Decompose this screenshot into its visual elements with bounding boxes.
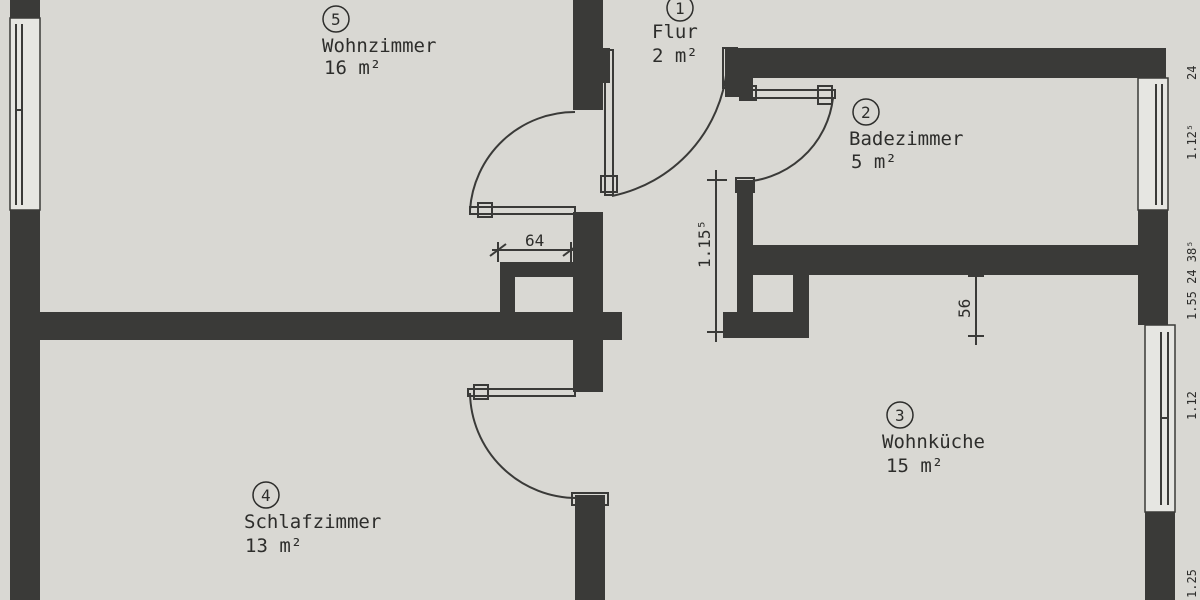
room-area: 13 m² [245, 535, 302, 557]
door-bedroom [467, 384, 609, 506]
windows [9, 17, 1176, 513]
outer-wall-right-lower [1145, 512, 1175, 600]
doors [467, 47, 836, 506]
wall-central-lower [575, 495, 605, 600]
wall-living-bedroom [10, 312, 622, 340]
wall-living-hall-upper [573, 0, 603, 110]
walls [10, 0, 1175, 600]
room-area: 2 m² [652, 45, 698, 67]
dimension-bath-wall: 1.15⁵ [695, 170, 727, 342]
duct-top [500, 262, 575, 277]
edge-mark: 1.55 24 38⁵ [1185, 241, 1199, 320]
door-living-room [469, 110, 576, 218]
wall-bath-top [725, 48, 1165, 78]
outer-wall-right-upper [1138, 48, 1166, 78]
room-area: 15 m² [886, 455, 943, 477]
room-name: Schlafzimmer [244, 511, 381, 533]
room-name: Wohnzimmer [322, 35, 436, 57]
door-hallway [600, 47, 738, 197]
room-wohnkueche: 3 Wohnküche 15 m² [882, 401, 985, 477]
edge-mark: 24 [1185, 66, 1199, 80]
dimension-door-width: 64 [489, 231, 580, 262]
shaft-bottom [723, 312, 809, 338]
door-bathroom [735, 85, 836, 193]
room-area: 16 m² [324, 57, 381, 79]
room-number: 4 [261, 486, 271, 505]
room-name: Flur [652, 21, 698, 43]
dimension-wall-thickness: 56 [955, 268, 984, 345]
edge-dimensions: 24 1.12⁵ 1.55 24 38⁵ 1.12 1.25 [1185, 66, 1199, 598]
room-name: Wohnküche [882, 431, 985, 453]
window-living-room [9, 17, 41, 211]
room-wohnzimmer: 5 Wohnzimmer 16 m² [322, 5, 436, 79]
wall-central [573, 212, 603, 392]
room-number: 2 [861, 103, 871, 122]
outer-wall-left [10, 210, 40, 600]
dimension-bath-wall-label: 1.15⁵ [695, 220, 714, 268]
room-name: Badezimmer [849, 128, 963, 150]
dimension-wall-thickness-label: 56 [955, 299, 974, 318]
outer-wall-left-top [10, 0, 40, 18]
edge-mark: 1.12 [1185, 391, 1199, 420]
dimension-door-width-label: 64 [525, 231, 544, 250]
edge-mark: 1.25 [1185, 569, 1199, 598]
room-area: 5 m² [851, 151, 897, 173]
room-badezimmer: 2 Badezimmer 5 m² [849, 98, 963, 173]
room-number: 1 [675, 0, 685, 18]
room-flur: 1 Flur 2 m² [652, 0, 698, 67]
room-schlafzimmer: 4 Schlafzimmer 13 m² [244, 481, 381, 557]
room-number: 3 [895, 406, 905, 425]
window-bathroom [1137, 77, 1169, 211]
edge-mark: 1.12⁵ [1185, 124, 1199, 160]
room-number: 5 [331, 10, 341, 29]
